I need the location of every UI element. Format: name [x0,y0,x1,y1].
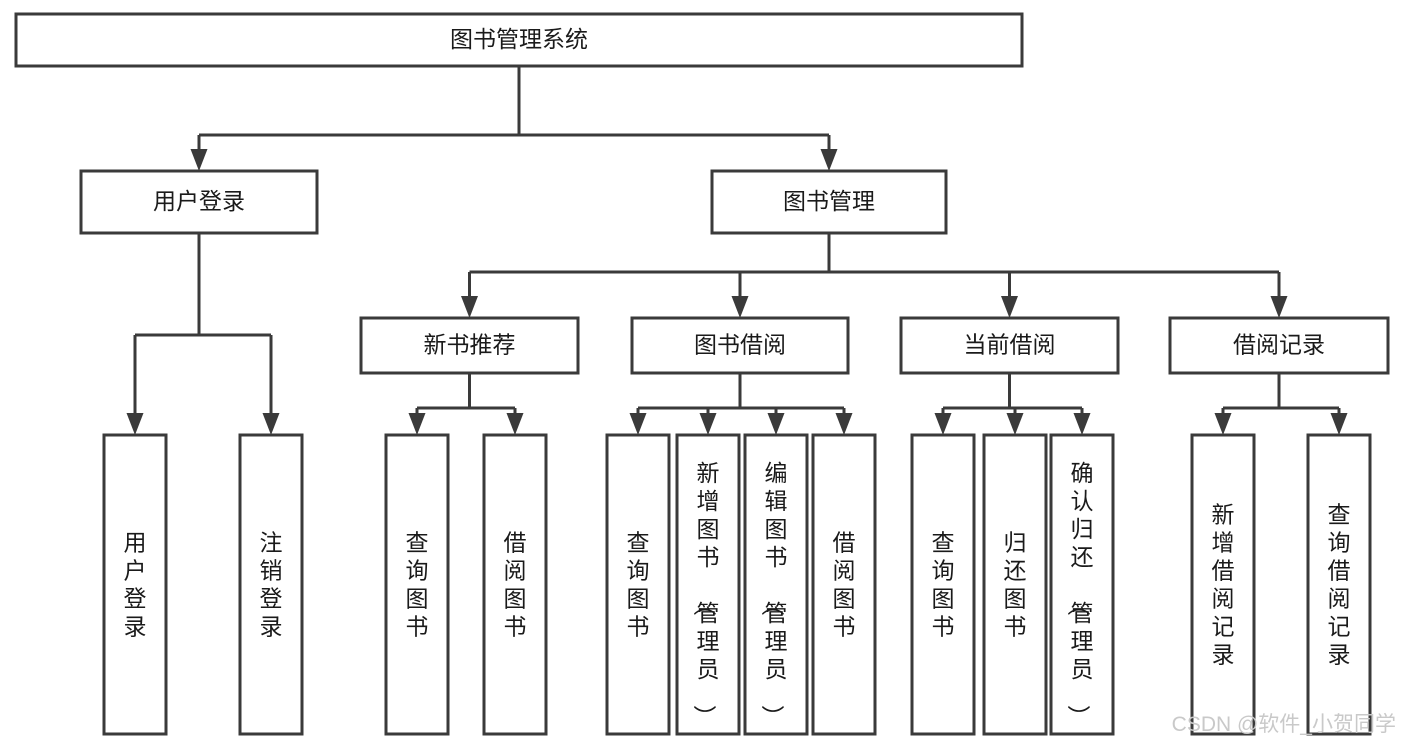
node-label-fn-cur-query: 查询图书 [932,529,955,639]
node-book-borrow[interactable]: 图书借阅 [630,316,850,375]
node-label-borrow-record: 借阅记录 [1233,332,1325,358]
node-box-borrow-record[interactable] [1168,316,1390,375]
arrow-head-icon [461,296,478,318]
node-fn-cur-return[interactable]: 归还图书 [982,433,1048,736]
connector-group-new-book-rec [408,373,524,435]
arrow-head-icon [835,413,853,435]
node-fn-user-login[interactable]: 用户登录 [102,433,168,736]
node-box-book-manage[interactable] [710,169,948,235]
arrow-head-icon [1001,296,1018,318]
node-box-current-borrow[interactable] [899,316,1120,375]
arrow-head-icon [1006,413,1024,435]
node-fn-cur-confirm[interactable]: 确认归还（管理员） [1049,433,1115,736]
node-fn-rec-query2[interactable]: 查询借阅记录 [1306,433,1372,736]
node-label-current-borrow: 当前借阅 [964,332,1056,358]
node-box-fn-user-logout[interactable] [238,433,304,736]
arrow-head-icon [1073,413,1091,435]
arrow-head-icon [699,413,717,435]
node-box-fn-rec-query2[interactable] [1306,433,1372,736]
arrow-head-icon [731,296,749,318]
arrow-head-icon [408,413,426,435]
node-fn-rec-borrow[interactable]: 借阅图书 [482,433,548,736]
arrow-head-icon [629,413,647,435]
connector-group-book-borrow [629,373,853,435]
connector-group-book-manage [461,233,1288,318]
node-label-user-login: 用户登录 [153,188,245,214]
arrow-head-icon [506,413,524,435]
node-label-root: 图书管理系统 [450,26,588,52]
node-label-fn-rec-query: 查询图书 [406,529,429,639]
node-book-manage[interactable]: 图书管理 [710,169,948,235]
node-layer: 图书管理系统用户登录图书管理新书推荐图书借阅当前借阅借阅记录用户登录注销登录查询… [14,12,1390,736]
node-box-fn-borrow-edit[interactable] [743,433,809,736]
node-label-fn-cur-confirm: 确认归还（管理员） [1066,460,1094,728]
node-fn-borrow-add[interactable]: 新增图书（管理员） [675,433,741,736]
connector-layer [126,66,1348,435]
node-borrow-record[interactable]: 借阅记录 [1168,316,1390,375]
node-label-fn-user-logout: 注销登录 [260,529,283,639]
node-box-fn-cur-return[interactable] [982,433,1048,736]
node-box-fn-cur-query[interactable] [910,433,976,736]
arrow-head-icon [1330,413,1348,435]
connector-group-user-login [126,233,280,435]
node-box-user-login[interactable] [79,169,319,235]
node-label-new-book-rec: 新书推荐 [424,332,516,358]
arrow-head-icon [190,149,208,171]
node-label-fn-borrow-edit: 编辑图书（管理员） [760,460,788,728]
node-label-fn-borrow-do: 借阅图书 [833,529,856,639]
node-box-new-book-rec[interactable] [359,316,580,375]
node-fn-rec-add[interactable]: 新增借阅记录 [1190,433,1256,736]
node-box-fn-rec-add[interactable] [1190,433,1256,736]
node-box-book-borrow[interactable] [630,316,850,375]
node-box-fn-borrow-do[interactable] [811,433,877,736]
node-fn-rec-query[interactable]: 查询图书 [384,433,450,736]
arrow-head-icon [1270,296,1288,318]
connector-group-current-borrow [934,373,1091,435]
arrow-head-icon [934,413,952,435]
node-label-fn-rec-query2: 查询借阅记录 [1328,501,1351,667]
node-label-fn-borrow-query: 查询图书 [627,529,650,639]
node-label-book-borrow: 图书借阅 [694,332,786,358]
arrow-head-icon [262,413,280,435]
connector-group-borrow-record [1214,373,1348,435]
node-box-fn-user-login[interactable] [102,433,168,736]
connector-group-root [190,66,838,171]
node-label-fn-rec-borrow: 借阅图书 [504,529,527,639]
node-fn-user-logout[interactable]: 注销登录 [238,433,304,736]
arrow-head-icon [820,149,838,171]
node-label-fn-cur-return: 归还图书 [1004,529,1027,639]
node-box-fn-borrow-add[interactable] [675,433,741,736]
node-box-fn-borrow-query[interactable] [605,433,671,736]
csdn-watermark: CSDN @软件_小贺同学 [1172,713,1396,736]
node-box-fn-rec-query[interactable] [384,433,450,736]
node-fn-borrow-do[interactable]: 借阅图书 [811,433,877,736]
arrow-head-icon [767,413,785,435]
node-box-root[interactable] [14,12,1024,68]
arrow-head-icon [126,413,144,435]
node-fn-borrow-query[interactable]: 查询图书 [605,433,671,736]
node-box-fn-cur-confirm[interactable] [1049,433,1115,736]
node-label-fn-rec-add: 新增借阅记录 [1212,501,1235,667]
node-label-book-manage: 图书管理 [783,188,875,214]
node-label-fn-user-login: 用户登录 [124,529,147,639]
node-root[interactable]: 图书管理系统 [14,12,1024,68]
arrow-head-icon [1214,413,1232,435]
node-current-borrow[interactable]: 当前借阅 [899,316,1120,375]
node-label-fn-borrow-add: 新增图书（管理员） [692,460,720,728]
node-box-fn-rec-borrow[interactable] [482,433,548,736]
node-new-book-rec[interactable]: 新书推荐 [359,316,580,375]
node-user-login[interactable]: 用户登录 [79,169,319,235]
node-fn-cur-query[interactable]: 查询图书 [910,433,976,736]
node-fn-borrow-edit[interactable]: 编辑图书（管理员） [743,433,809,736]
